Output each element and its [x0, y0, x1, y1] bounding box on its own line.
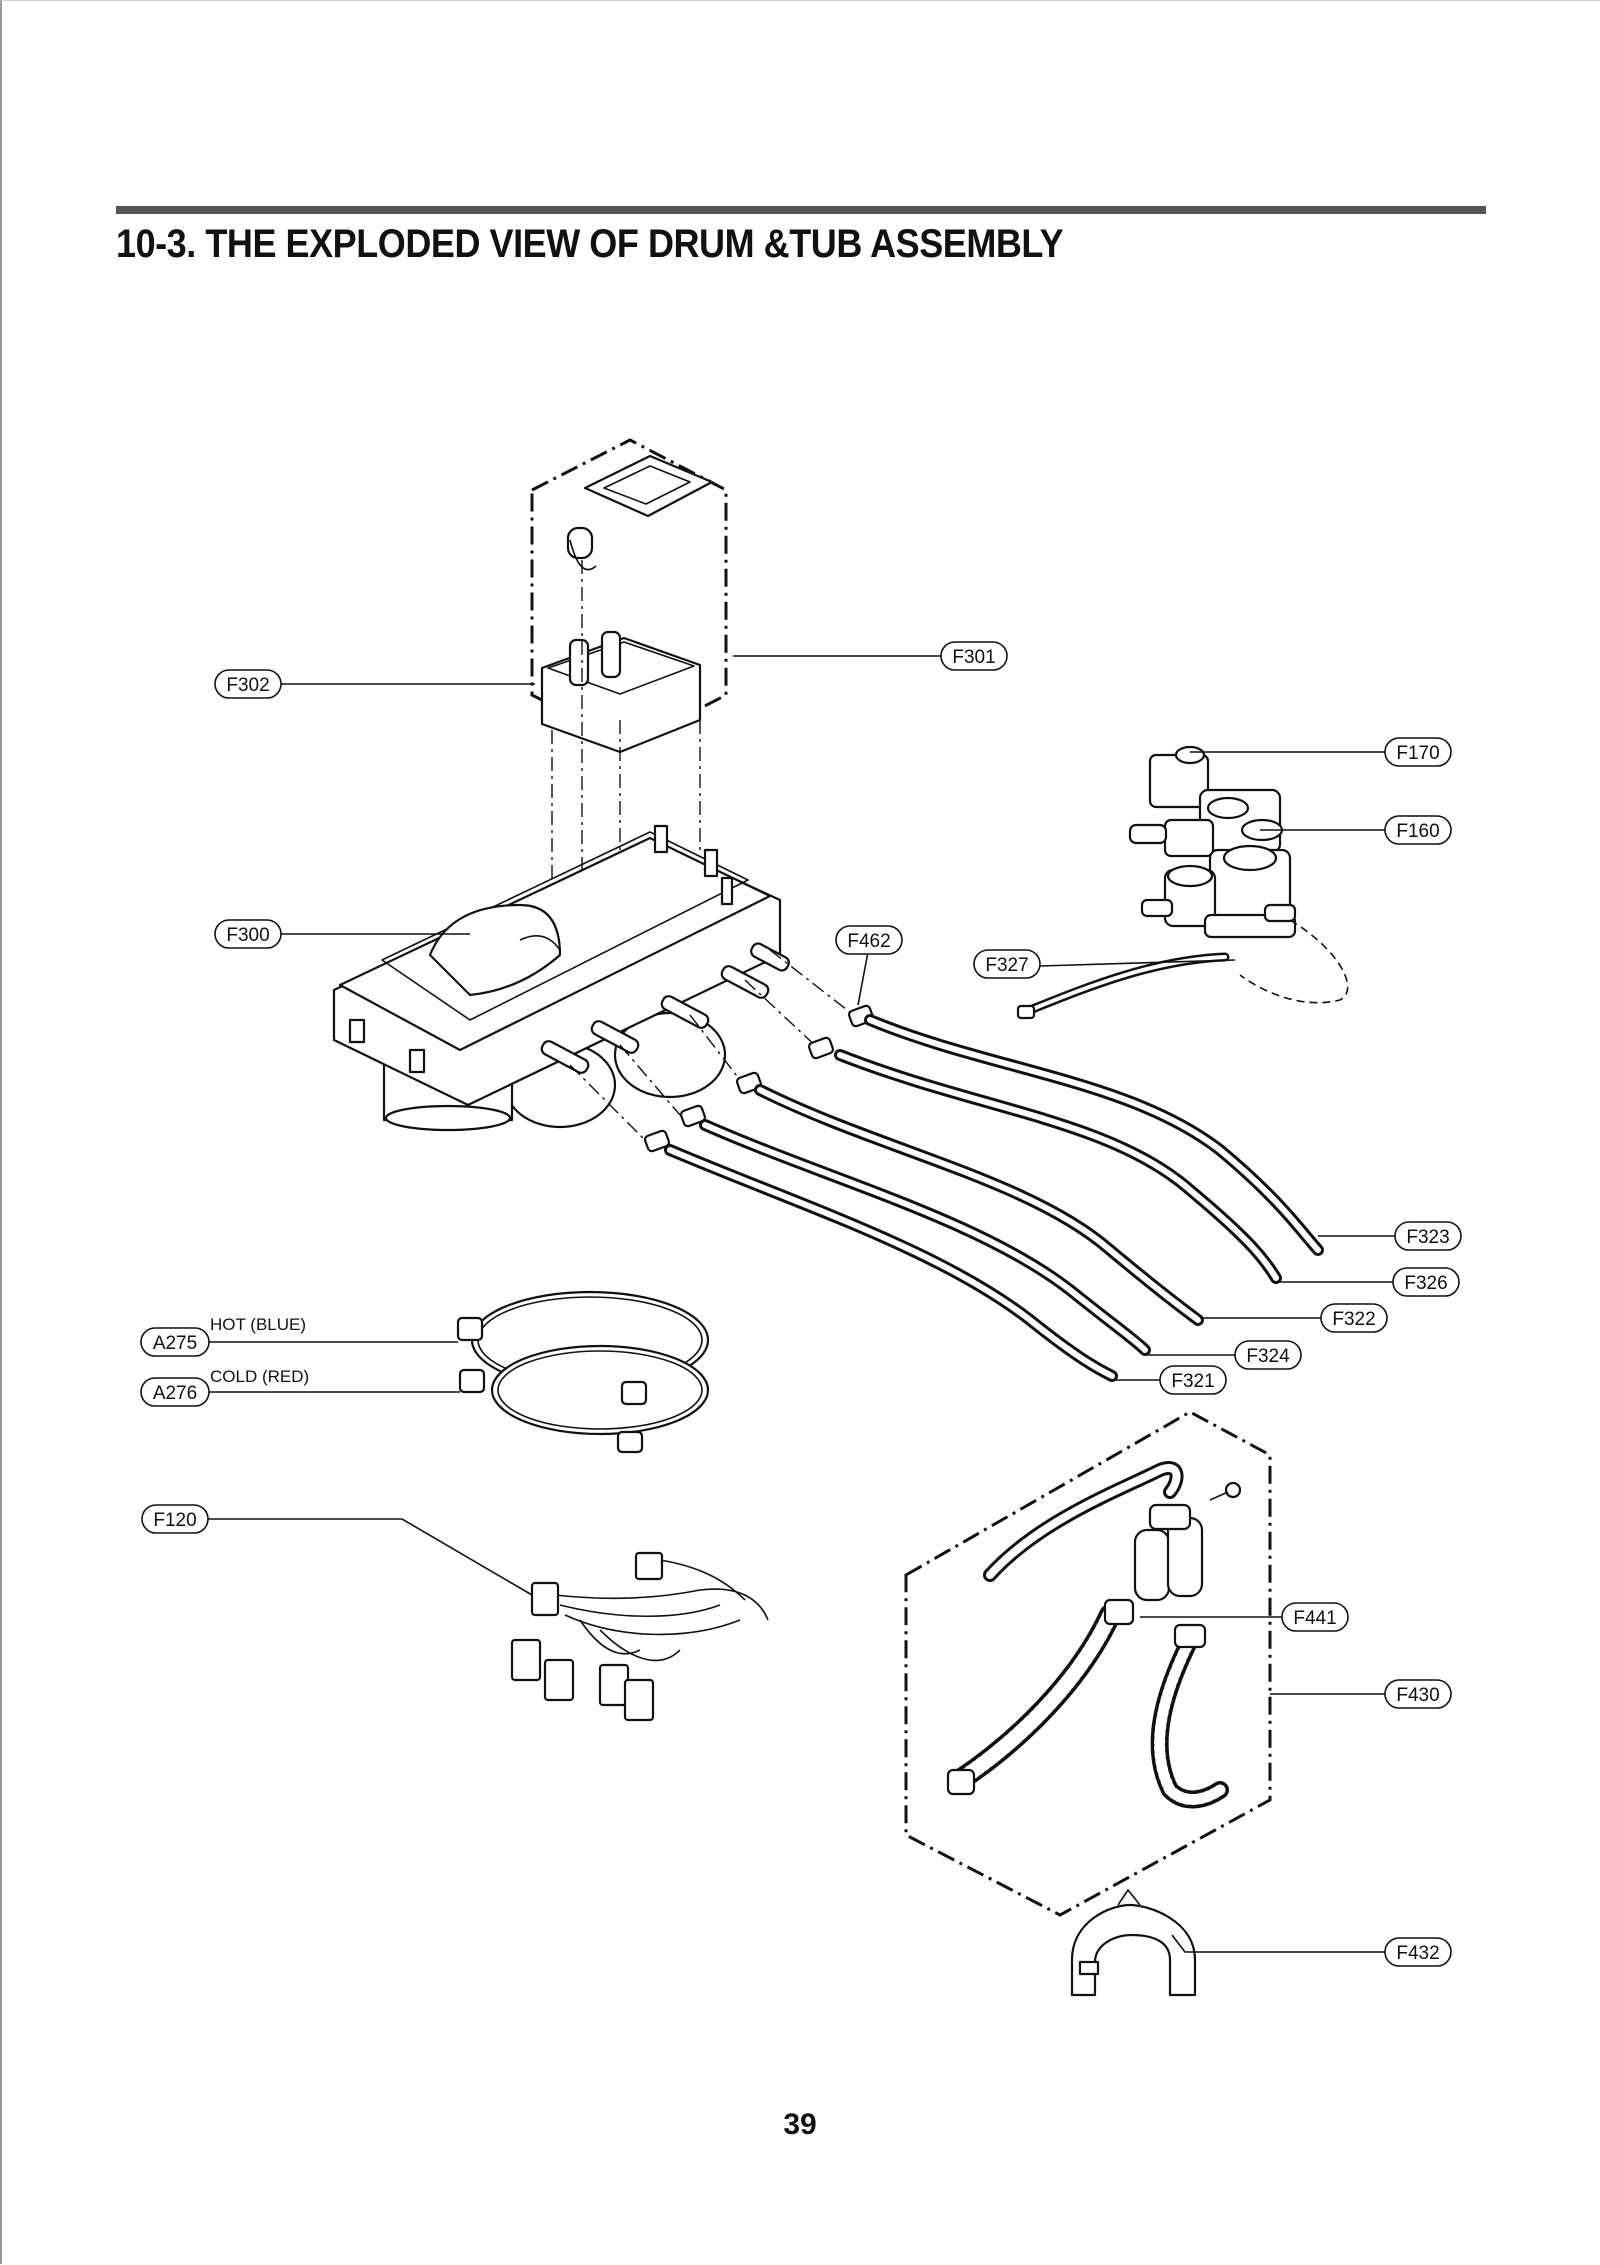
callout-f432-text: F432 [1396, 1943, 1439, 1964]
title-rule [116, 206, 1486, 214]
dispenser-hoses [664, 1014, 1324, 1382]
hose-guide [1070, 1889, 1197, 1997]
callout-f326: F326 [1392, 1267, 1460, 1297]
callout-f441-text: F441 [1293, 1608, 1336, 1629]
page-number: 39 [783, 2108, 817, 2141]
callout-f462: F462 [835, 925, 903, 955]
inlet-hoses [456, 1290, 710, 1454]
callout-f323: F323 [1394, 1221, 1462, 1251]
callout-f462-text: F462 [847, 931, 890, 952]
callout-f301: F301 [940, 641, 1008, 671]
siphon-cap [566, 454, 714, 571]
callout-a276-text: A276 [153, 1383, 197, 1404]
callout-a275-text: A275 [153, 1333, 197, 1354]
callout-f321-text: F321 [1171, 1371, 1214, 1392]
callout-a275: A275 [140, 1327, 210, 1357]
callout-f441: F441 [1281, 1602, 1349, 1632]
callout-f302: F302 [214, 669, 282, 699]
callout-f322-text: F322 [1332, 1309, 1375, 1330]
callout-labels: F302 F301 F300 F170 F160 F462 F327 F323 … [140, 641, 1462, 1967]
dispenser-group-boundary [530, 438, 728, 747]
callout-f322: F322 [1320, 1303, 1388, 1333]
callout-f324-text: F324 [1246, 1346, 1290, 1367]
wire-harness [510, 1551, 769, 1722]
callout-f170-text: F170 [1396, 743, 1439, 764]
drain-group [904, 1410, 1272, 1917]
callout-a276: A276 [140, 1377, 210, 1407]
callout-f321: F321 [1159, 1365, 1227, 1395]
callout-f326-text: F326 [1404, 1273, 1447, 1294]
callout-f301-text: F301 [952, 647, 995, 668]
dispenser-housing [332, 824, 790, 1132]
dispenser-detail-group [530, 438, 728, 935]
callout-f300-text: F300 [226, 925, 269, 946]
callout-f430-text: F430 [1396, 1685, 1439, 1706]
callout-f323-text: F323 [1406, 1227, 1449, 1248]
callout-f160-text: F160 [1396, 821, 1439, 842]
cold-red-note: COLD (RED) [210, 1367, 309, 1386]
callout-f170: F170 [1384, 737, 1452, 767]
leader-lines [208, 655, 1395, 1953]
callout-f327-text: F327 [985, 955, 1028, 976]
callout-f432: F432 [1384, 1937, 1452, 1967]
callout-f327: F327 [973, 949, 1041, 979]
tube-f327 [1016, 952, 1230, 1020]
callout-f300: F300 [214, 919, 282, 949]
hot-blue-note: HOT (BLUE) [210, 1315, 306, 1334]
callout-f120-text: F120 [153, 1510, 196, 1531]
rinse-cup [540, 630, 702, 754]
callout-f160: F160 [1384, 815, 1452, 845]
callout-f430: F430 [1384, 1679, 1452, 1709]
drain-group-boundary [904, 1410, 1272, 1917]
page-title: 10-3. THE EXPLODED VIEW OF DRUM &TUB ASS… [116, 222, 1064, 266]
callout-f324: F324 [1234, 1340, 1302, 1370]
callout-f302-text: F302 [226, 675, 269, 696]
callout-f120: F120 [141, 1504, 209, 1534]
